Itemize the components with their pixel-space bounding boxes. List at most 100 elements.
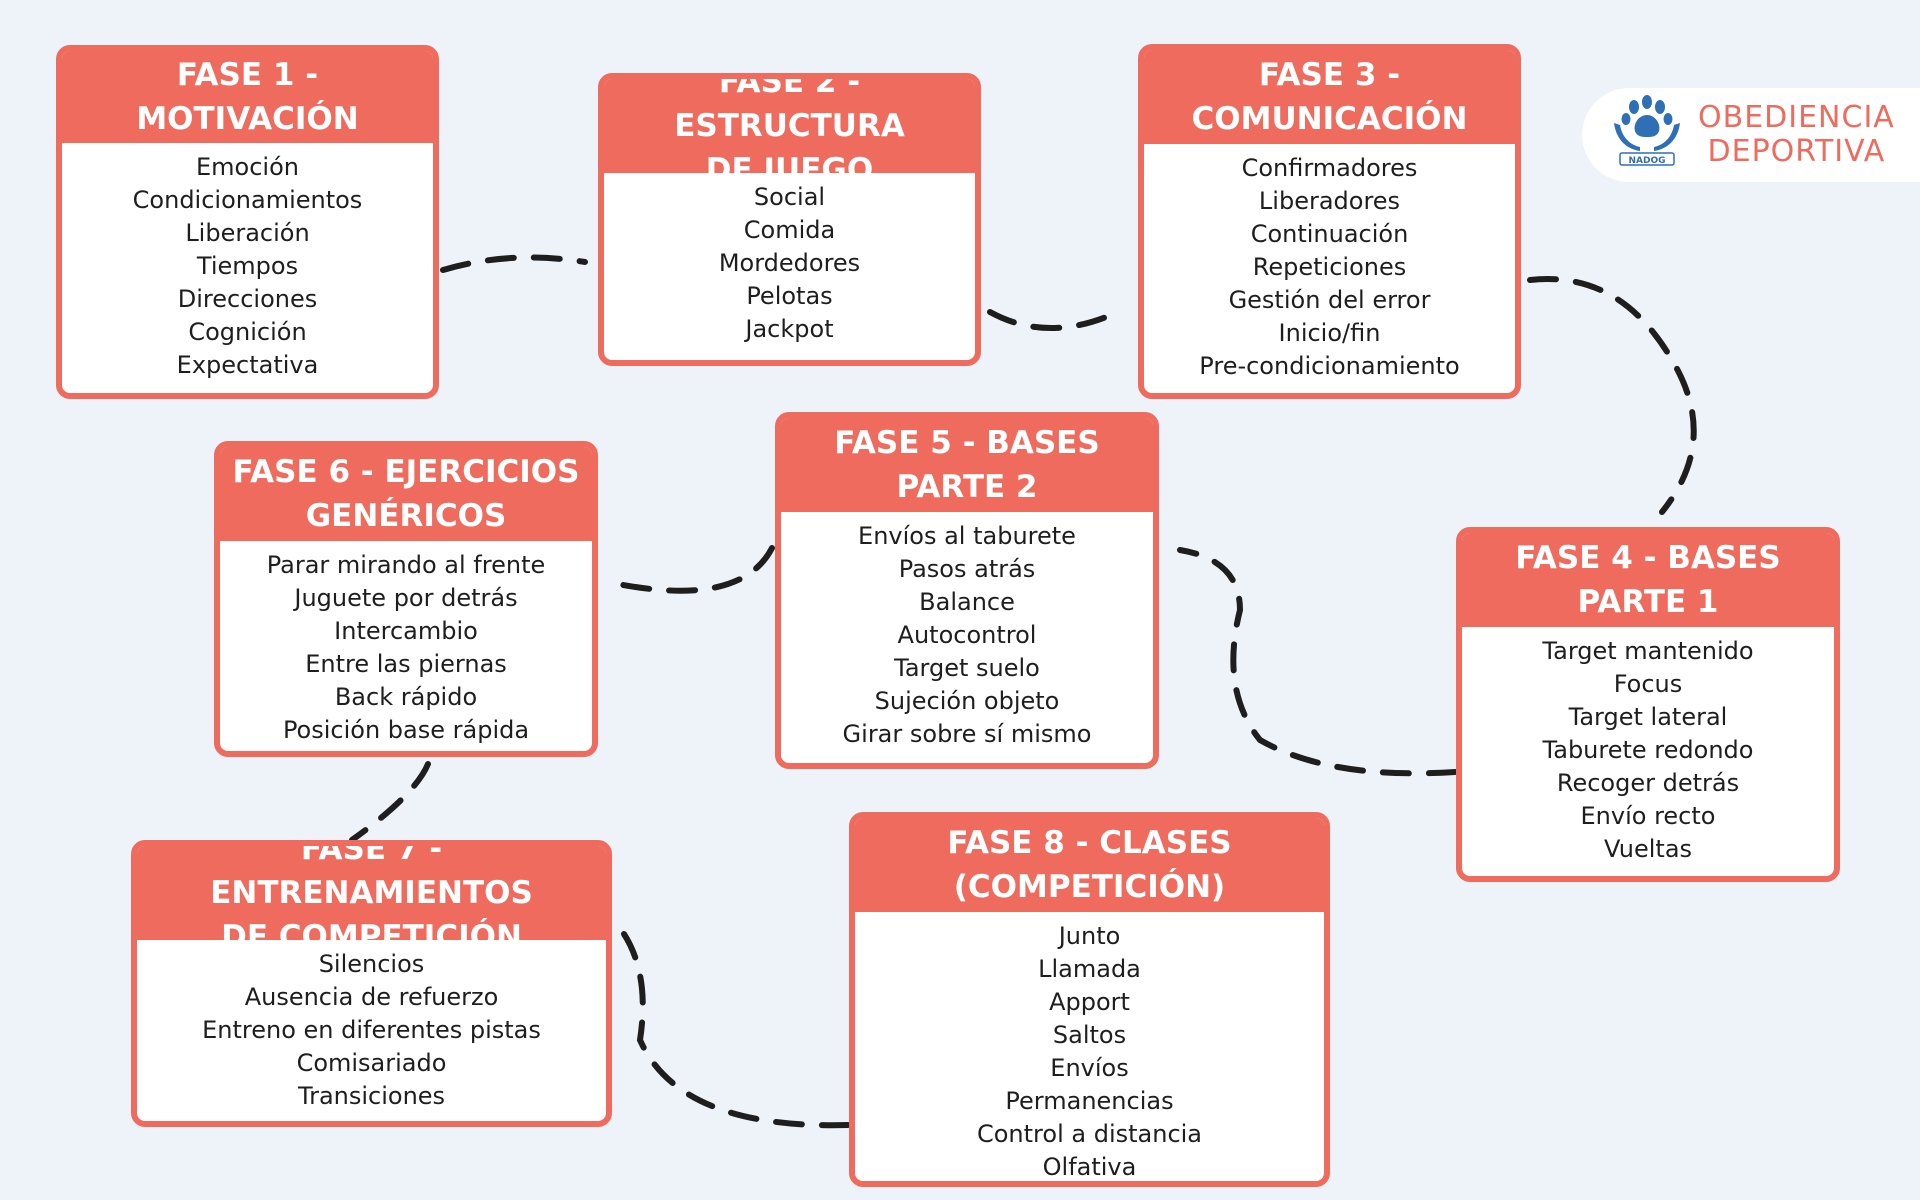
- phase-8-title: FASE 8 - CLASES (COMPETICIÓN): [855, 818, 1324, 912]
- connector-6-7: [349, 761, 431, 843]
- phase-4-title-line: PARTE 1: [1577, 584, 1719, 620]
- phase-6-items: Parar mirando al frente Juguete por detr…: [220, 541, 592, 747]
- phase-6-item: Parar mirando al frente: [266, 551, 546, 579]
- phase-2-items: Social Comida Mordedores Pelotas Jackpot: [604, 173, 975, 346]
- phase-7-items: Silencios Ausencia de refuerzo Entreno e…: [137, 940, 606, 1113]
- phase-2-item: Social: [753, 183, 826, 211]
- phase-4-item: Envío recto: [1580, 802, 1716, 830]
- connector-5-6: [605, 545, 775, 594]
- brand-title-line1: OBEDIENCIA: [1698, 100, 1895, 135]
- phase-4-title: FASE 4 - BASES PARTE 1: [1462, 533, 1834, 627]
- phase-5-items: Envíos al taburete Pasos atrás Balance A…: [781, 512, 1153, 751]
- phase-5-title: FASE 5 - BASES PARTE 2: [781, 418, 1153, 512]
- connector-3-4: [1527, 276, 1697, 515]
- phase-5-title-line: FASE 5 - BASES: [834, 425, 1100, 461]
- phase-5-item: Pasos atrás: [898, 555, 1036, 583]
- phase-4-title-line: FASE 4 - BASES: [1515, 540, 1781, 576]
- phase-4-item: Target lateral: [1568, 703, 1728, 731]
- connector-1-2: [440, 254, 588, 273]
- phase-6-title-line: FASE 6 - EJERCICIOS: [232, 454, 580, 490]
- phase-3-item: Liberadores: [1258, 187, 1401, 215]
- phase-6-title-line: GENÉRICOS: [305, 498, 507, 534]
- phase-2-item: Jackpot: [745, 315, 834, 343]
- phase-1-items: Emoción Condicionamientos Liberación Tie…: [62, 143, 433, 382]
- phase-7-title-line: FASE 7 - ENTRENAMIENTOS: [210, 840, 533, 911]
- phase-8-card: FASE 8 - CLASES (COMPETICIÓN) Junto Llam…: [849, 812, 1330, 1187]
- phase-2-title-line: DE JUEGO: [705, 152, 874, 188]
- phase-2-item: Pelotas: [746, 282, 833, 310]
- phase-2-item: Mordedores: [718, 249, 861, 277]
- phase-1-item: Direcciones: [177, 285, 318, 313]
- phase-3-item: Repeticiones: [1252, 253, 1407, 281]
- phase-6-item: Posición base rápida: [282, 716, 530, 744]
- phase-3-title: FASE 3 - COMUNICACIÓN: [1144, 50, 1515, 144]
- phase-8-items: Junto Llamada Apport Saltos Envíos Perma…: [855, 912, 1324, 1181]
- phase-3-item: Inicio/fin: [1278, 319, 1381, 347]
- phase-8-item: Permanencias: [1005, 1087, 1174, 1115]
- phase-5-item: Balance: [919, 588, 1015, 616]
- phase-5-item: Target suelo: [894, 654, 1040, 682]
- phase-8-item: Saltos: [1052, 1021, 1127, 1049]
- phase-1-item: Cognición: [188, 318, 307, 346]
- phase-4-item: Focus: [1613, 670, 1683, 698]
- phase-8-item: Olfativa: [1042, 1153, 1137, 1181]
- phase-7-card: FASE 7 - ENTRENAMIENTOS DE COMPETICIÓN S…: [131, 840, 612, 1127]
- phase-5-item: Girar sobre sí mismo: [842, 720, 1092, 748]
- phase-2-title: FASE 2 - ESTRUCTURA DE JUEGO: [604, 79, 975, 188]
- phase-4-item: Vueltas: [1603, 835, 1693, 863]
- phase-8-title-line: (COMPETICIÓN): [953, 869, 1226, 905]
- phase-8-title-line: FASE 8 - CLASES: [947, 825, 1232, 861]
- brand-title-line2: DEPORTIVA: [1707, 134, 1886, 169]
- phase-5-item: Envíos al taburete: [858, 522, 1076, 550]
- phase-3-title-line: COMUNICACIÓN: [1191, 101, 1468, 137]
- phase-3-title-line: FASE 3 -: [1258, 57, 1401, 93]
- phase-4-items: Target mantenido Focus Target lateral Ta…: [1462, 627, 1834, 866]
- phase-6-item: Back rápido: [334, 683, 478, 711]
- phase-8-item: Llamada: [1038, 955, 1141, 983]
- brand-badge: NADOG OBEDIENCIA DEPORTIVA: [1582, 88, 1920, 182]
- phase-7-item: Transiciones: [297, 1082, 446, 1110]
- phase-3-item: Confirmadores: [1241, 154, 1418, 182]
- phase-1-item: Liberación: [185, 219, 310, 247]
- brand-title: OBEDIENCIA DEPORTIVA: [1698, 101, 1895, 169]
- phase-2-item: Comida: [743, 216, 836, 244]
- phase-2-card: FASE 2 - ESTRUCTURA DE JUEGO Social Comi…: [598, 73, 981, 366]
- paw-hands-logo-icon: NADOG: [1614, 95, 1680, 166]
- connector-4-5: [1177, 547, 1458, 777]
- phase-5-item: Sujeción objeto: [874, 687, 1060, 715]
- phase-4-item: Taburete redondo: [1542, 736, 1754, 764]
- phase-1-card: FASE 1 - MOTIVACIÓN Emoción Condicionami…: [56, 45, 439, 399]
- phase-6-title: FASE 6 - EJERCICIOS GENÉRICOS: [220, 447, 592, 541]
- phase-3-items: Confirmadores Liberadores Continuación R…: [1144, 144, 1515, 383]
- phase-6-card: FASE 6 - EJERCICIOS GENÉRICOS Parar mira…: [214, 441, 598, 757]
- phase-7-item: Silencios: [318, 950, 425, 978]
- phase-4-card: FASE 4 - BASES PARTE 1 Target mantenido …: [1456, 527, 1840, 882]
- phase-7-item: Comisariado: [296, 1049, 447, 1077]
- phase-4-item: Recoger detrás: [1556, 769, 1740, 797]
- phase-5-card: FASE 5 - BASES PARTE 2 Envíos al taburet…: [775, 412, 1159, 769]
- phase-8-item: Control a distancia: [976, 1120, 1203, 1148]
- phase-5-title-line: PARTE 2: [896, 469, 1038, 505]
- connector-7-8: [621, 931, 853, 1129]
- phase-3-item: Pre-condicionamiento: [1199, 352, 1460, 380]
- phase-7-item: Entreno en diferentes pistas: [202, 1016, 541, 1044]
- connector-2-3: [987, 307, 1125, 331]
- phase-5-item: Autocontrol: [897, 621, 1037, 649]
- phase-3-item: Gestión del error: [1228, 286, 1431, 314]
- phase-8-item: Envíos: [1050, 1054, 1129, 1082]
- brand-logo-text: NADOG: [1628, 156, 1665, 166]
- phase-7-title-line: DE COMPETICIÓN: [221, 919, 522, 955]
- phase-4-item: Target mantenido: [1542, 637, 1754, 665]
- phase-6-item: Juguete por detrás: [294, 584, 518, 612]
- phase-1-item: Tiempos: [196, 252, 299, 280]
- phase-8-item: Apport: [1049, 988, 1130, 1016]
- phase-1-title: FASE 1 - MOTIVACIÓN: [62, 51, 433, 143]
- phase-1-title-line: FASE 1 - MOTIVACIÓN: [136, 57, 359, 137]
- phase-1-item: Emoción: [196, 153, 299, 181]
- phase-3-card: FASE 3 - COMUNICACIÓN Confirmadores Libe…: [1138, 44, 1521, 399]
- phase-7-item: Ausencia de refuerzo: [244, 983, 499, 1011]
- phase-2-title-line: FASE 2 - ESTRUCTURA: [674, 73, 905, 144]
- phase-1-item: Condicionamientos: [132, 186, 363, 214]
- phase-6-item: Intercambio: [334, 617, 478, 645]
